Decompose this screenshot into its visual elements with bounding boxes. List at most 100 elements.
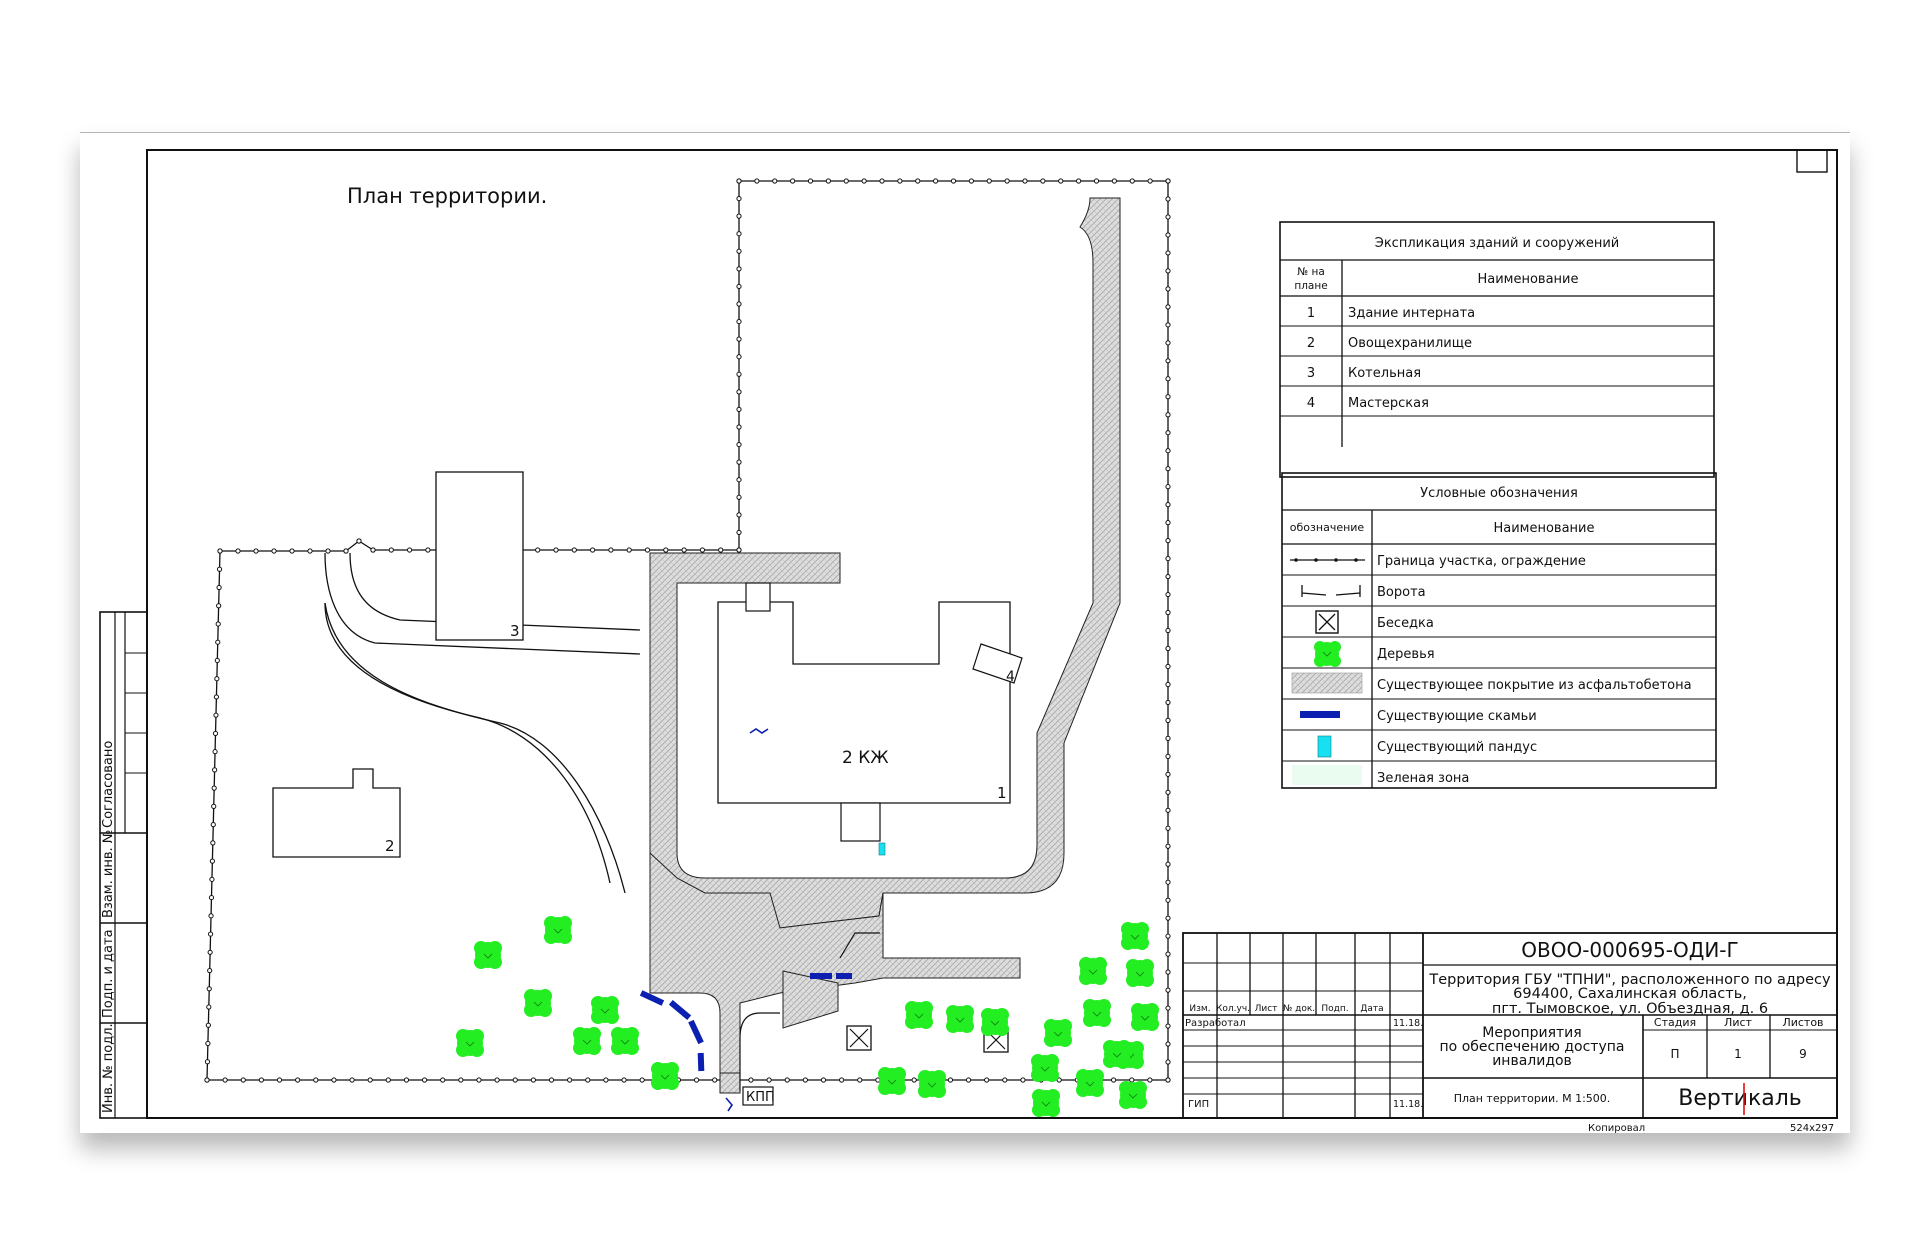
fence-post xyxy=(1147,1077,1153,1083)
fence-post xyxy=(1165,466,1171,472)
fence-post xyxy=(212,730,219,737)
fence-post xyxy=(825,178,831,184)
fence-post xyxy=(1165,681,1171,688)
gate-icon xyxy=(1301,585,1361,597)
building-1-number: 1 xyxy=(997,784,1007,802)
fence-post xyxy=(1165,987,1171,993)
fence-post xyxy=(205,1040,211,1047)
fence-post xyxy=(1093,178,1100,184)
fence-post xyxy=(1165,322,1171,328)
explication-row-name: Здание интерната xyxy=(1348,306,1475,321)
fence-post xyxy=(440,1077,446,1083)
fence-post xyxy=(1165,1023,1171,1029)
fence-post xyxy=(370,547,376,553)
fence-post xyxy=(216,584,222,591)
fence-post xyxy=(1165,286,1171,292)
fence-post xyxy=(1165,1041,1171,1047)
fence-post xyxy=(754,178,760,184)
measures-line1: Мероприятия xyxy=(1482,1025,1581,1041)
fence-post xyxy=(1165,538,1171,544)
fence-post xyxy=(1165,915,1171,921)
fence-post xyxy=(421,1077,428,1083)
tree-icon xyxy=(651,1062,679,1090)
legend-item-name: Граница участка, ограждение xyxy=(1377,554,1586,569)
fence-post xyxy=(1165,861,1171,867)
trees xyxy=(456,916,1159,1117)
company-logo: Вертикаль xyxy=(1678,1086,1802,1111)
tree-icon xyxy=(591,996,619,1024)
bench-icon xyxy=(697,1052,705,1072)
side-stamp: Согласовано Взам. инв. № Подп. и дата Ин… xyxy=(99,611,148,1119)
explication-row-name: Мастерская xyxy=(1348,396,1429,411)
building-1-porch xyxy=(840,802,881,842)
fence-post xyxy=(214,676,220,682)
kpp-gate-icon xyxy=(725,1097,734,1112)
tree-icon xyxy=(573,1027,601,1055)
fence-post xyxy=(736,354,742,360)
building-3 xyxy=(435,471,524,641)
fence-post xyxy=(512,1077,518,1083)
fence-post xyxy=(1165,1077,1171,1083)
side-stamp-sign-date: Подп. и дата xyxy=(101,929,116,1018)
fence-post xyxy=(589,547,596,553)
fence-post xyxy=(1165,1059,1171,1065)
col-header: Дата xyxy=(1360,1004,1383,1014)
tree-icon xyxy=(918,1070,946,1098)
fence-post xyxy=(535,547,541,553)
legend-item-name: Деревья xyxy=(1377,647,1435,662)
tree-icon xyxy=(1032,1089,1060,1117)
checkpoint-box xyxy=(742,1086,774,1106)
fence-post xyxy=(626,547,632,553)
fence-post xyxy=(1165,663,1171,670)
fence-post xyxy=(621,1077,627,1083)
object-line3: пгт. Тымовское, ул. Объездная, д. 6 xyxy=(1492,1001,1768,1017)
side-stamp-agreed: Согласовано xyxy=(101,741,116,828)
tree-icon xyxy=(524,989,552,1017)
legend-item-name: Существующий пандус xyxy=(1377,740,1537,755)
fence-post xyxy=(766,1077,772,1083)
fence-post xyxy=(1165,358,1171,364)
explication-col-no-line2: плане xyxy=(1294,280,1327,292)
fence-post xyxy=(608,547,614,553)
fence-post xyxy=(204,1059,211,1065)
fence-post xyxy=(216,603,222,609)
fence-post xyxy=(1004,178,1010,184)
fence-post xyxy=(1165,843,1171,849)
fence-post xyxy=(210,840,216,846)
fence-post xyxy=(1165,214,1171,220)
fence-post xyxy=(933,178,939,184)
fence-post xyxy=(968,178,974,184)
fence-post xyxy=(839,1077,845,1083)
fence-post xyxy=(476,1077,482,1083)
plan-title: План территории. xyxy=(347,184,547,208)
fence-post xyxy=(1165,753,1171,759)
access-road-south xyxy=(324,602,626,894)
fence-posts xyxy=(204,178,1171,1083)
fence-post xyxy=(253,548,259,554)
fence-post xyxy=(208,913,214,919)
measures-line3: инвалидов xyxy=(1492,1053,1572,1069)
building-1-north-porch xyxy=(745,582,771,612)
tree-icon xyxy=(1083,999,1111,1027)
fence-post xyxy=(639,1077,645,1083)
fence-post xyxy=(736,248,742,254)
bench-icon xyxy=(639,990,665,1006)
tree-icon xyxy=(878,1067,906,1095)
fence-post xyxy=(1111,1077,1117,1083)
gip-label: ГИП xyxy=(1188,1099,1209,1110)
legend-item-name: Ворота xyxy=(1377,585,1426,600)
building-1-label: 2 КЖ xyxy=(842,748,889,768)
fence-post xyxy=(1129,178,1135,184)
legend-title: Условные обозначения xyxy=(1420,486,1578,501)
fence-post xyxy=(736,371,742,377)
explication-row-no: 4 xyxy=(1307,396,1315,411)
fence-post xyxy=(407,547,413,553)
fence-post xyxy=(644,547,651,553)
gazebo-icon xyxy=(1315,610,1339,634)
fence-post xyxy=(965,1077,972,1083)
fence-post xyxy=(213,712,219,718)
fence-post xyxy=(208,894,215,901)
col-header: Лист xyxy=(1255,1004,1278,1014)
fence-post xyxy=(736,424,742,430)
fence-post xyxy=(343,548,349,554)
